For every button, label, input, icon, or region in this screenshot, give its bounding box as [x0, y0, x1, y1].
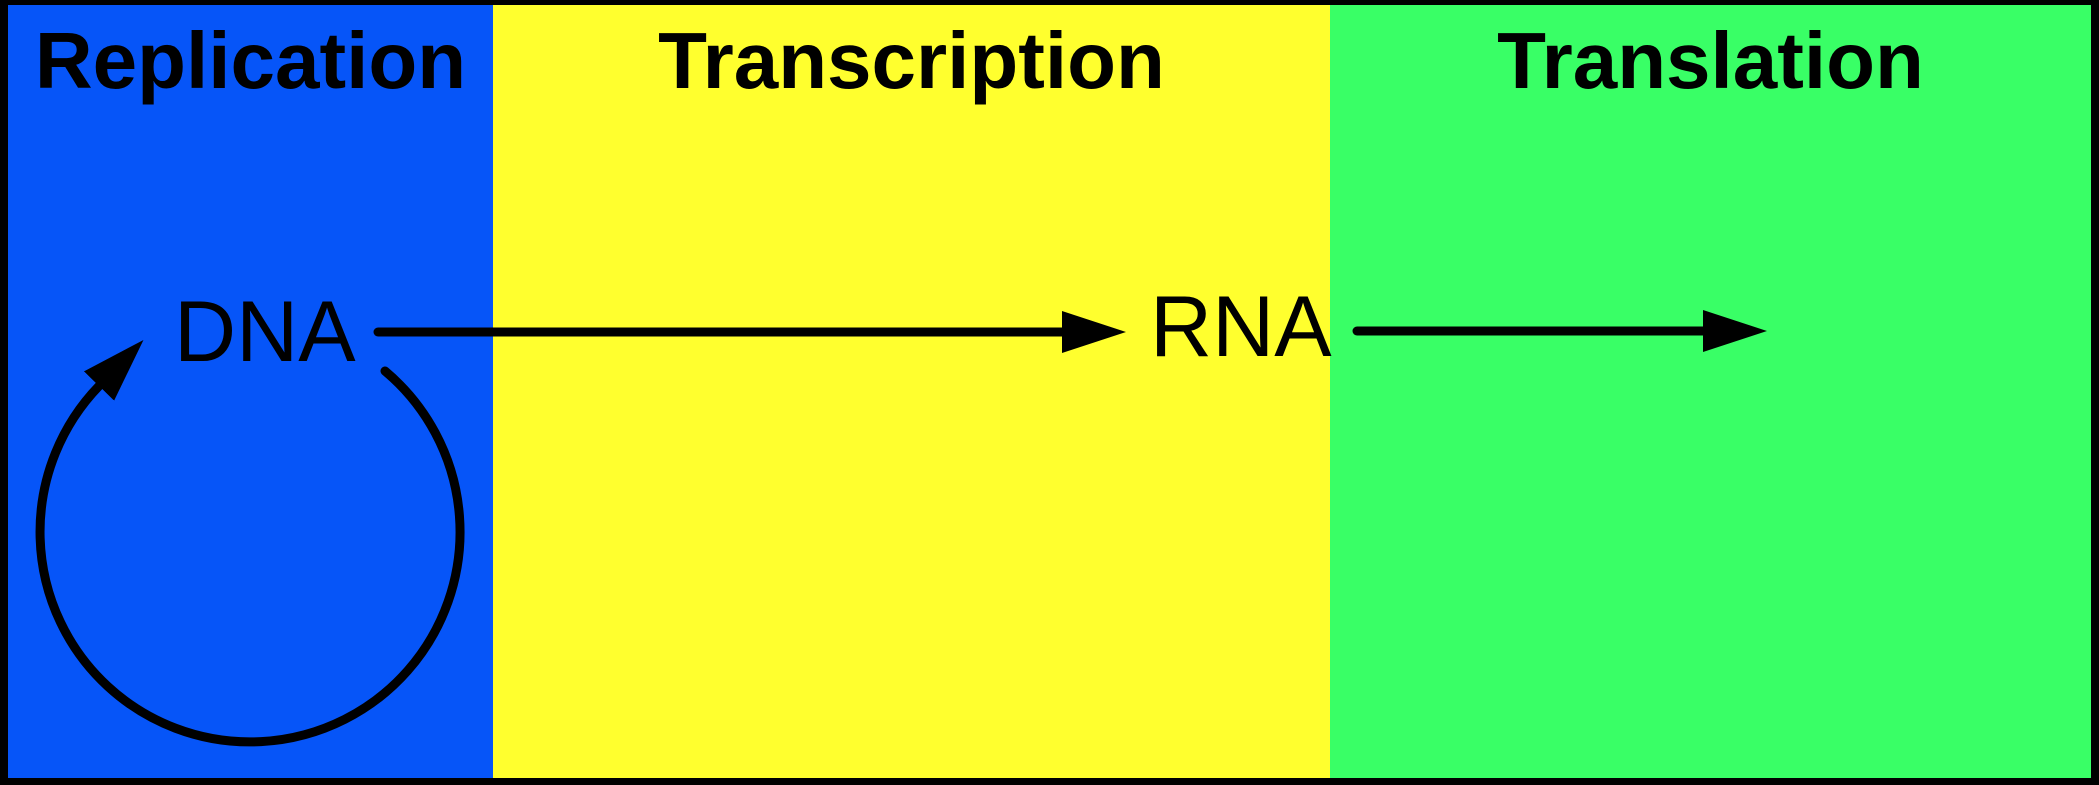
- panel-translation: Translation: [1330, 5, 2091, 778]
- panel-transcription: Transcription: [493, 5, 1330, 778]
- rna-label: RNA: [1150, 279, 1332, 375]
- translation-title: Translation: [1497, 16, 1924, 105]
- replication-title: Replication: [34, 16, 467, 105]
- transcription-title: Transcription: [658, 16, 1165, 105]
- dna-label: DNA: [174, 284, 356, 380]
- panel-replication: Replication: [8, 5, 493, 778]
